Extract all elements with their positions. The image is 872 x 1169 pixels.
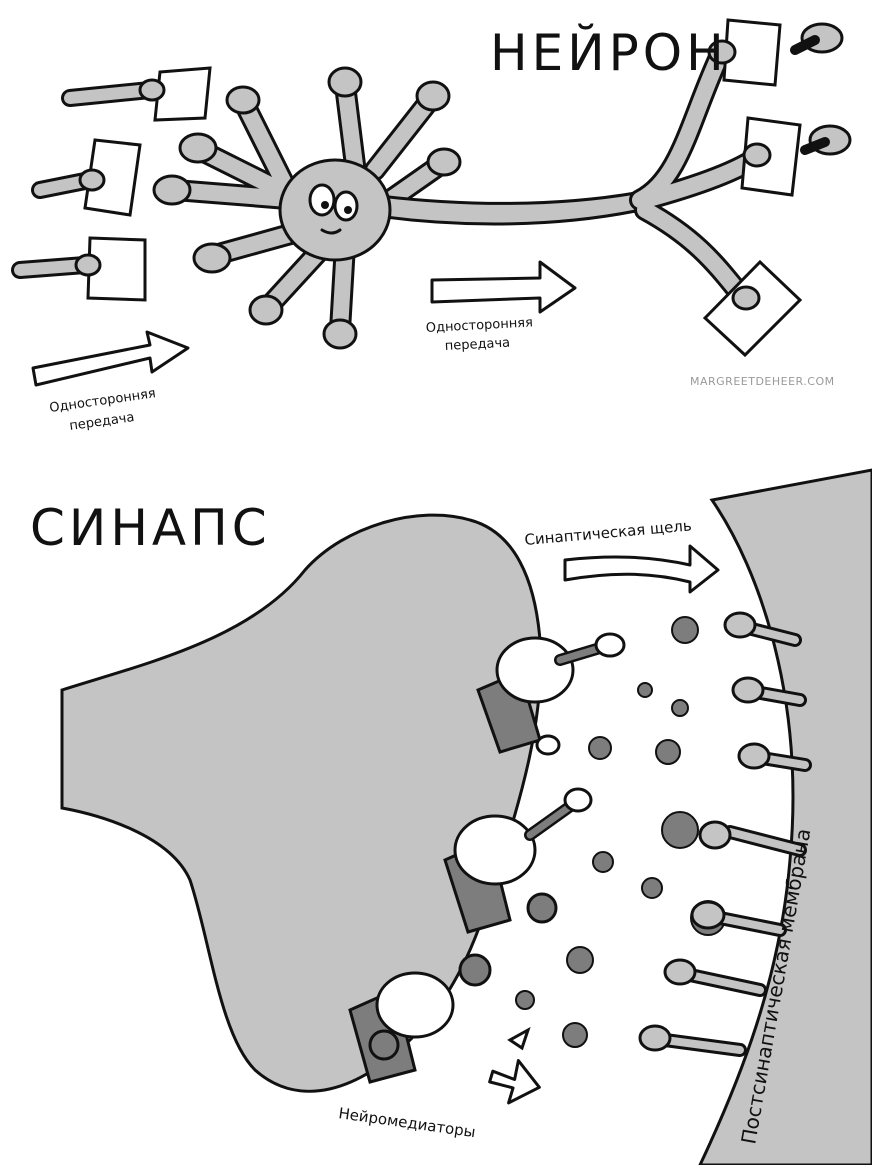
neuron-title: НЕЙРОН bbox=[490, 23, 728, 82]
synapse-title: СИНАПС bbox=[30, 499, 271, 557]
transfer-label-1-line2: передача bbox=[68, 410, 135, 434]
synaptic-cleft-arrow bbox=[565, 546, 718, 592]
transfer-arrow-2 bbox=[432, 262, 575, 312]
synapse-diagram: СИНАПС Синаптическая щель Нейромедиаторы… bbox=[30, 470, 872, 1165]
presynaptic-terminal bbox=[62, 515, 541, 1091]
transfer-arrow-1 bbox=[33, 332, 188, 385]
postsynaptic-membrane bbox=[700, 470, 872, 1165]
synaptic-cleft-label: Синаптическая щель bbox=[524, 516, 693, 549]
neurotransmitters-arrow bbox=[487, 1030, 541, 1106]
transfer-label-2-line1: Односторонняя bbox=[425, 315, 533, 336]
transfer-label-2-line2: передача bbox=[444, 336, 510, 354]
neuron-cell-body bbox=[280, 160, 390, 260]
neuron-diagram: НЕЙРОН Односторонняя передача Односторон… bbox=[20, 20, 850, 434]
watermark: MARGREETDEHEER.COM bbox=[690, 375, 835, 388]
neurotransmitters-label: Нейромедиаторы bbox=[337, 1104, 476, 1141]
eye-icon bbox=[310, 185, 334, 215]
eye-icon bbox=[335, 192, 357, 220]
transfer-label-1-line1: Односторонняя bbox=[48, 386, 156, 416]
